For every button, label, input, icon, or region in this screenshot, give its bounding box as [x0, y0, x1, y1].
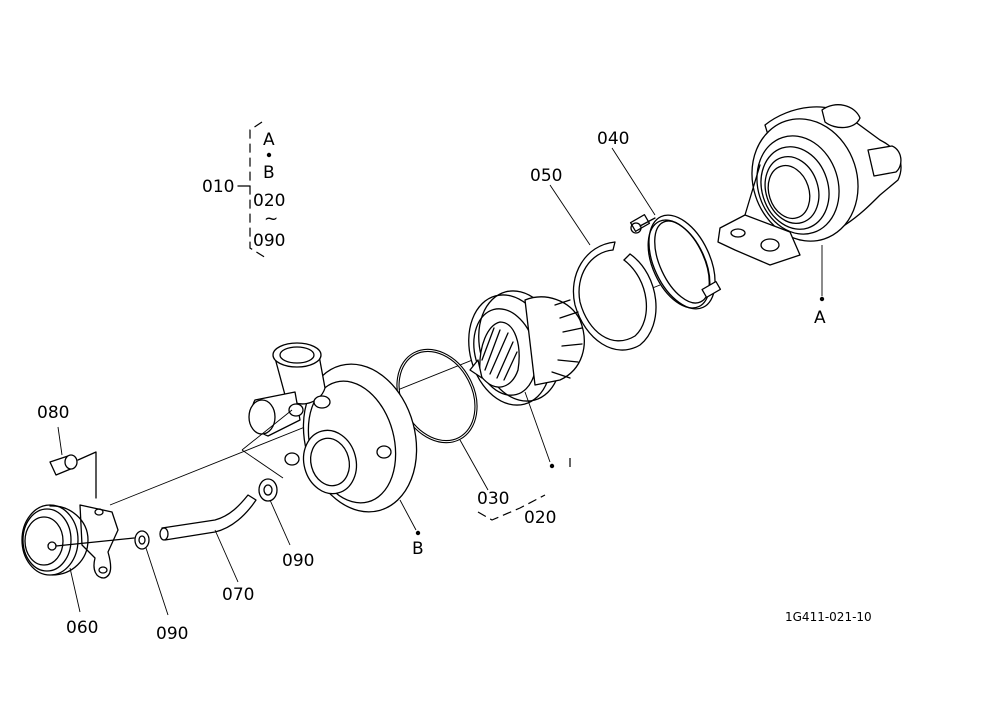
legend-group: 010 A B 020 ~ 090 — [202, 121, 285, 259]
assembly-leader-line — [241, 409, 293, 451]
part-020-label: 020 — [524, 508, 556, 528]
compressor-housing-part-b — [248, 342, 421, 536]
part-060-label: 060 — [66, 618, 98, 638]
actuator-part-060 — [21, 504, 135, 613]
legend-range-mark: ~ — [264, 209, 278, 229]
legend-item-090: 090 — [253, 231, 285, 251]
legend-item-a: A — [263, 130, 275, 150]
plug-part-080 — [49, 426, 97, 499]
part-090-upper-label: 090 — [282, 551, 314, 571]
ref-b-label: B — [412, 539, 424, 559]
legend-dot — [266, 152, 272, 158]
snap-ring-part-050 — [549, 184, 657, 351]
clamp-band-part-040 — [611, 147, 722, 310]
part-040-label: 040 — [597, 129, 629, 149]
legend-assembly-label: 010 — [202, 177, 234, 197]
part-050-label: 050 — [530, 166, 562, 186]
part-030-label: 030 — [477, 489, 509, 509]
legend-item-020: 020 — [253, 191, 285, 211]
hose-part-070 — [159, 494, 257, 583]
legend-item-b: B — [263, 163, 275, 183]
group-bracket-020 — [477, 494, 546, 521]
ref-a-label: A — [814, 308, 826, 328]
turbine-housing-part-a — [717, 104, 902, 302]
part-080-label: 080 — [37, 403, 69, 423]
clip-part-090-upper — [258, 478, 291, 546]
clip-part-090-lower — [134, 530, 169, 616]
part-070-label: 070 — [222, 585, 254, 605]
assembly-leader-line — [241, 449, 284, 479]
drawing-code: 1G411-021-10 — [785, 610, 872, 624]
cartridge-part-020 — [468, 290, 585, 470]
part-090-lower-label: 090 — [156, 624, 188, 644]
